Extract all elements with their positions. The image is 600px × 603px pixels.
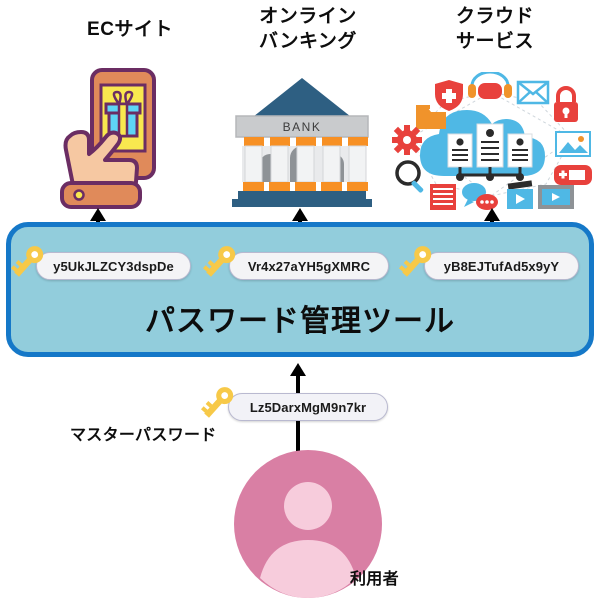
gamepad-icon	[554, 165, 592, 185]
password-text-cloud-service: yB8EJTufAd5x9yY	[443, 258, 560, 274]
user-label: 利用者	[350, 571, 399, 588]
user-avatar-icon	[234, 450, 382, 598]
password-text-online-banking: Vr4x27aYH5gXMRC	[247, 258, 371, 274]
headphones-icon	[468, 70, 512, 99]
search-icon	[395, 160, 424, 193]
folder-icon	[416, 105, 446, 129]
bank-building-icon: BANK	[232, 72, 372, 207]
key-icon-online-banking	[200, 242, 240, 282]
password-pill-online-banking[interactable]: Vr4x27aYH5gXMRC	[229, 252, 389, 280]
password-pill-master[interactable]: Lz5DarxMgM9n7kr	[228, 393, 388, 421]
video-icon	[538, 185, 574, 209]
mail-icon	[516, 80, 550, 105]
password-text-master: Lz5DarxMgM9n7kr	[249, 399, 367, 415]
password-pill-ec-site[interactable]: y5UkJLZCY3dspDe	[36, 252, 191, 280]
media-icon	[507, 180, 533, 209]
password-pill-cloud-service[interactable]: yB8EJTufAd5x9yY	[424, 252, 579, 280]
bank-sign-text: BANK	[283, 120, 322, 134]
heading-cloud-service: クラウド サービス	[455, 6, 534, 52]
heading-ec-site: ECサイト	[87, 19, 173, 40]
cloud-service-icon	[386, 70, 596, 210]
list-icon	[430, 184, 456, 210]
password-text-ec-site: y5UkJLZCY3dspDe	[53, 258, 174, 274]
heading-online-banking: オンライン バンキング	[259, 6, 357, 52]
key-icon-master	[198, 383, 238, 423]
page-title: パスワード管理ツール	[145, 305, 455, 338]
key-icon-ec-site	[8, 242, 48, 282]
chat-icon	[462, 183, 498, 210]
smartphone-gift-icon	[52, 66, 167, 211]
password-manager-box	[6, 222, 594, 357]
master-password-label: マスターパスワード	[70, 427, 217, 444]
shield-icon	[435, 80, 463, 111]
key-icon-cloud-service	[396, 242, 436, 282]
lock-icon	[554, 86, 578, 122]
gear-icon	[392, 125, 422, 155]
image-icon	[555, 131, 591, 157]
